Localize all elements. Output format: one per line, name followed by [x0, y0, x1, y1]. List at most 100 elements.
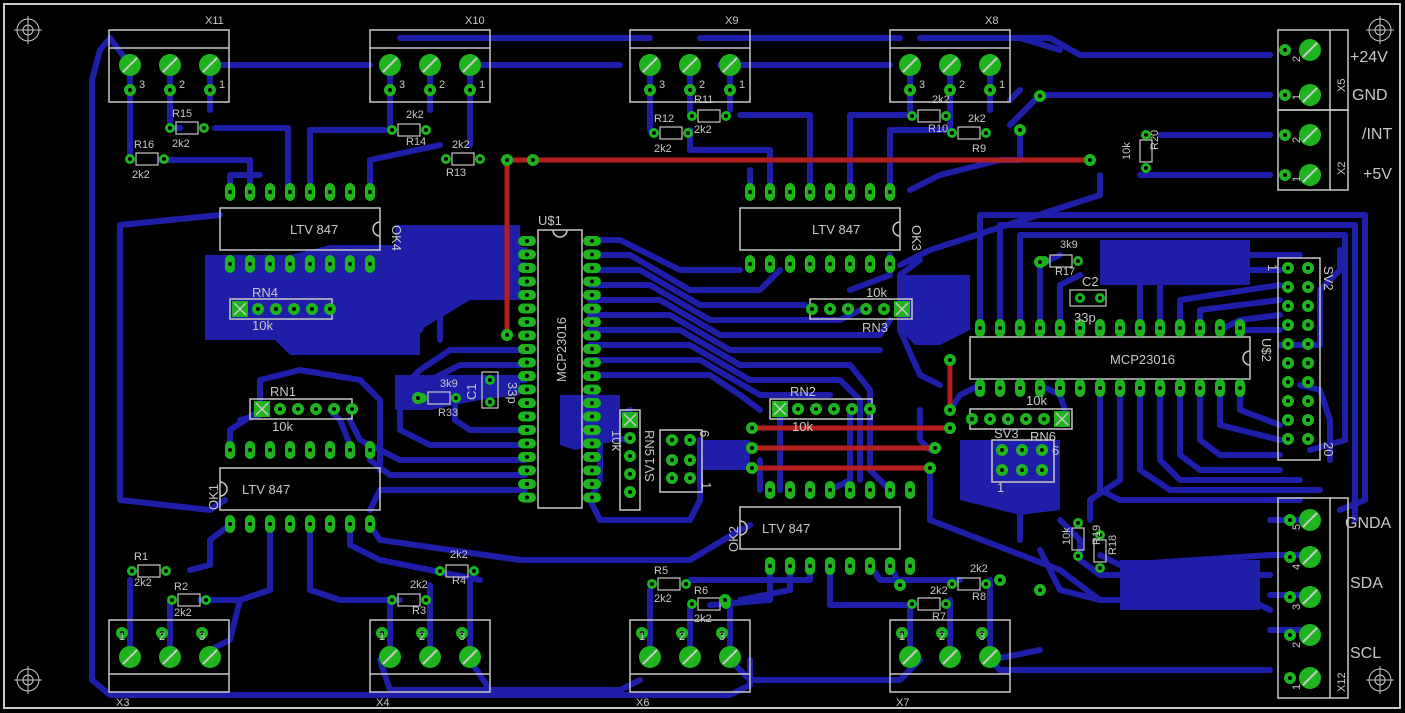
header-pin-label: 1 [1265, 264, 1280, 271]
drill-hole [268, 448, 272, 452]
pin1-mark [895, 302, 909, 316]
drill-hole [848, 488, 852, 492]
terminal-pin-number: 3 [979, 631, 985, 643]
drill-hole [948, 426, 952, 430]
drill-hole [850, 407, 854, 411]
power-label-int: /INT [1362, 126, 1392, 143]
screw-slot [642, 649, 658, 665]
drill-hole [1306, 418, 1310, 422]
screw-slot [422, 649, 438, 665]
drill-hole [278, 407, 282, 411]
drill-hole [1020, 468, 1024, 472]
drill-hole [128, 157, 132, 161]
resistor-value: 2k2 [172, 138, 190, 150]
terminal-pin-number: 3 [659, 79, 665, 91]
drill-hole [128, 88, 132, 92]
screw-slot [162, 57, 178, 73]
drill-hole [868, 488, 872, 492]
connector-name: X2 [1336, 162, 1348, 175]
screw-slot [1302, 670, 1318, 686]
terminal-pin-number: 1 [739, 79, 745, 91]
drill-hole [1040, 448, 1044, 452]
terminal-pin-number: 2 [699, 79, 705, 91]
drill-hole [288, 522, 292, 526]
screw-slot [902, 57, 918, 73]
terminal-pin-number: 2 [1291, 137, 1303, 143]
drill-hole [808, 262, 812, 266]
drill-hole [1038, 588, 1042, 592]
drill-hole [168, 88, 172, 92]
drill-hole [388, 88, 392, 92]
terminal-pin-number: 2 [179, 79, 185, 91]
drill-hole [1158, 326, 1162, 330]
drill-hole [274, 307, 278, 311]
drill-hole [950, 582, 954, 586]
drill-hole [988, 417, 992, 421]
terminal-pin-number: 1 [119, 631, 125, 643]
drill-hole [908, 564, 912, 568]
drill-hole [1158, 386, 1162, 390]
terminal-block-x8 [889, 29, 1011, 103]
drill-hole [832, 407, 836, 411]
drill-hole [328, 448, 332, 452]
drill-hole [525, 252, 529, 257]
terminal-pin-number: 1 [1291, 684, 1303, 690]
terminal-block-x4 [369, 619, 491, 693]
drill-hole [1283, 173, 1287, 177]
screw-slot [1302, 627, 1318, 643]
resistor-value: 2k2 [134, 577, 152, 589]
drill-hole [684, 582, 688, 586]
resistor-bodies [135, 109, 1153, 611]
drill-hole [908, 488, 912, 492]
drill-hole [628, 472, 632, 476]
drill-hole [288, 448, 292, 452]
drill-hole [688, 458, 692, 462]
drill-hole [933, 446, 937, 450]
drill-hole [525, 414, 529, 419]
rn-name: RN5 [642, 430, 657, 456]
screw-slot [982, 57, 998, 73]
screw-slot [1302, 512, 1318, 528]
resistor-name: R7 [932, 611, 946, 623]
rn-value: 10k [609, 430, 624, 451]
drill-hole [648, 88, 652, 92]
drill-hole [296, 407, 300, 411]
drill-hole [590, 374, 594, 378]
drill-hole [308, 522, 312, 526]
drill-hole [1218, 326, 1222, 330]
pads-layer [116, 39, 1321, 689]
resistor-value: 2k2 [450, 549, 468, 561]
drill-hole [1218, 386, 1222, 390]
resistor-name: R10 [928, 123, 948, 135]
terminal-pin-number: 3 [919, 79, 925, 91]
terminal-pin-number: 3 [459, 631, 465, 643]
drill-hole [888, 262, 892, 266]
screw-slot [162, 649, 178, 665]
terminal-pin-number: 1 [379, 631, 385, 643]
screw-slot [1302, 549, 1318, 565]
screw-slot [942, 649, 958, 665]
drill-hole [1178, 326, 1182, 330]
connector-name: X5 [1336, 79, 1348, 92]
drill-hole [1018, 386, 1022, 390]
drill-hole [444, 157, 448, 161]
ic-part-label: LTV 847 [762, 521, 810, 536]
drill-hole [808, 488, 812, 492]
drill-hole [328, 190, 332, 194]
connector-name: X7 [896, 697, 909, 709]
drill-hole [988, 88, 992, 92]
drill-hole [590, 347, 594, 351]
drill-hole [998, 386, 1002, 390]
connector-name: X12 [1336, 672, 1348, 692]
screw-slot [642, 57, 658, 73]
screw-slot [422, 57, 438, 73]
screw-slot [462, 649, 478, 665]
drill-hole [888, 488, 892, 492]
drill-hole [768, 190, 772, 194]
top-copper-traces [504, 157, 1093, 471]
drill-hole [525, 455, 529, 459]
power-label-gnd: GND [1352, 87, 1388, 104]
drill-hole [1286, 342, 1290, 346]
rn-name: RN2 [790, 384, 816, 399]
